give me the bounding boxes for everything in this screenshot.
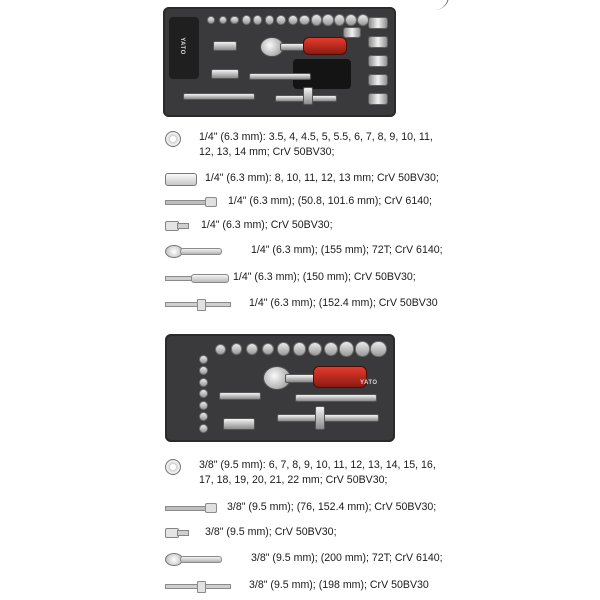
- spec-row: 1/4" (6.3 mm): 3.5, 4, 4.5, 5, 5.5, 6, 7…: [165, 130, 433, 160]
- socket: [230, 15, 239, 25]
- spec-text: 3/8" (9.5 mm); (76, 152.4 mm); CrV 50BV3…: [227, 501, 437, 513]
- extension-bar-icon: [165, 197, 217, 207]
- tool-tray-three-eighth-inch: YATO: [165, 334, 395, 442]
- ratchet-handle: [303, 37, 347, 55]
- spec-row: 3/8" (9.5 mm); (198 mm); CrV 50BV30: [165, 578, 429, 593]
- socket: [261, 342, 275, 356]
- socket: [199, 400, 208, 410]
- spec-text: 3/8" (9.5 mm): 6, 7, 8, 9, 10, 11, 12, 1…: [199, 459, 436, 486]
- deep-socket: [368, 74, 388, 86]
- spec-text: 3/8" (9.5 mm); (200 mm); 72T; CrV 6140;: [251, 552, 443, 564]
- t-bar-slider: [303, 87, 313, 105]
- spec-text: 1/4" (6.3 mm); (150 mm); CrV 50BV30;: [233, 271, 416, 283]
- socket-icon: [165, 131, 181, 147]
- socket: [354, 341, 371, 357]
- adapter: [213, 41, 237, 51]
- spec-row: 1/4" (6.3 mm); (152.4 mm); CrV 50BV30: [165, 296, 438, 311]
- tray-storage-slot: [169, 17, 199, 79]
- socket: [287, 14, 298, 26]
- spec-row: 1/4" (6.3 mm); (150 mm); CrV 50BV30;: [165, 270, 416, 285]
- socket: [230, 343, 243, 355]
- adapter-icon: [165, 220, 189, 231]
- socket: [199, 377, 208, 387]
- spec-row: 3/8" (9.5 mm); (200 mm); 72T; CrV 6140;: [165, 551, 443, 566]
- t-bar-icon: [165, 299, 231, 311]
- socket: [345, 13, 358, 27]
- spec-row: 1/4" (6.3 mm); (50.8, 101.6 mm); CrV 614…: [165, 194, 432, 209]
- t-bar: [277, 414, 379, 422]
- t-bar-slider: [315, 406, 325, 430]
- socket: [246, 342, 259, 356]
- extension-bar: [295, 394, 377, 402]
- deep-socket: [368, 36, 388, 48]
- spec-text: 1/4" (6.3 mm); (152.4 mm); CrV 50BV30: [249, 297, 438, 309]
- tool-tray-quarter-inch: YATO YATO: [163, 7, 396, 117]
- socket: [199, 423, 208, 433]
- socket: [276, 14, 287, 26]
- spec-text: 1/4" (6.3 mm); (155 mm); 72T; CrV 6140;: [251, 244, 443, 256]
- spec-row: 1/4" (6.3 mm); CrV 50BV30;: [165, 218, 333, 233]
- corner-arc: [428, 0, 449, 10]
- ratchet-handle: [313, 366, 367, 388]
- deep-socket: [368, 93, 388, 105]
- deep-socket: [368, 17, 388, 29]
- spec-text: 1/4" (6.3 mm): 8, 10, 11, 12, 13 mm; CrV…: [205, 172, 439, 184]
- socket: [322, 14, 334, 26]
- socket: [339, 341, 355, 357]
- socket: [199, 412, 208, 421]
- socket: [199, 354, 208, 364]
- socket: [277, 342, 291, 356]
- socket: [333, 14, 346, 26]
- socket: [310, 14, 322, 26]
- socket: [218, 15, 227, 25]
- socket: [299, 14, 310, 26]
- spec-text: 3/8" (9.5 mm); CrV 50BV30;: [205, 526, 337, 538]
- spinner-handle: [183, 93, 255, 100]
- socket: [253, 15, 263, 25]
- socket: [215, 343, 226, 355]
- socket: [370, 340, 387, 358]
- extension-bar: [249, 73, 311, 80]
- tray-brand-label: YATO: [178, 37, 185, 55]
- socket: [199, 389, 208, 398]
- spec-row: 3/8" (9.5 mm); CrV 50BV30;: [165, 525, 337, 540]
- spec-row: 1/4" (6.3 mm); (155 mm); 72T; CrV 6140;: [165, 243, 443, 258]
- tray-brand-label: YATO: [360, 380, 378, 386]
- adapter: [211, 69, 239, 79]
- spec-text: 3/8" (9.5 mm); (198 mm); CrV 50BV30: [249, 579, 429, 591]
- socket: [323, 341, 339, 357]
- socket: [264, 15, 275, 25]
- spec-row: 1/4" (6.3 mm): 8, 10, 11, 12, 13 mm; CrV…: [165, 171, 439, 186]
- socket: [308, 341, 323, 357]
- socket: [207, 16, 215, 24]
- spec-text: 1/4" (6.3 mm); (50.8, 101.6 mm); CrV 614…: [228, 195, 432, 207]
- socket: [292, 342, 307, 356]
- spinner-handle-icon: [165, 273, 229, 283]
- socket-icon: [165, 459, 181, 475]
- adapter: [223, 418, 255, 430]
- adapter: [219, 392, 261, 400]
- socket: [241, 15, 251, 25]
- deep-socket-icon: [165, 173, 197, 186]
- adapter-icon: [165, 527, 189, 538]
- extension-bar-icon: [165, 503, 217, 513]
- t-bar-icon: [165, 581, 231, 593]
- spec-row: 3/8" (9.5 mm): 6, 7, 8, 9, 10, 11, 12, 1…: [165, 458, 436, 488]
- deep-socket: [368, 55, 388, 67]
- spec-row: 3/8" (9.5 mm); (76, 152.4 mm); CrV 50BV3…: [165, 500, 436, 515]
- deep-socket: [343, 27, 361, 38]
- spec-text: 1/4" (6.3 mm): 3.5, 4, 4.5, 5, 5.5, 6, 7…: [199, 131, 433, 158]
- ratchet-icon: [165, 245, 223, 258]
- spec-text: 1/4" (6.3 mm); CrV 50BV30;: [201, 219, 333, 231]
- socket: [199, 366, 208, 375]
- ratchet-icon: [165, 553, 223, 566]
